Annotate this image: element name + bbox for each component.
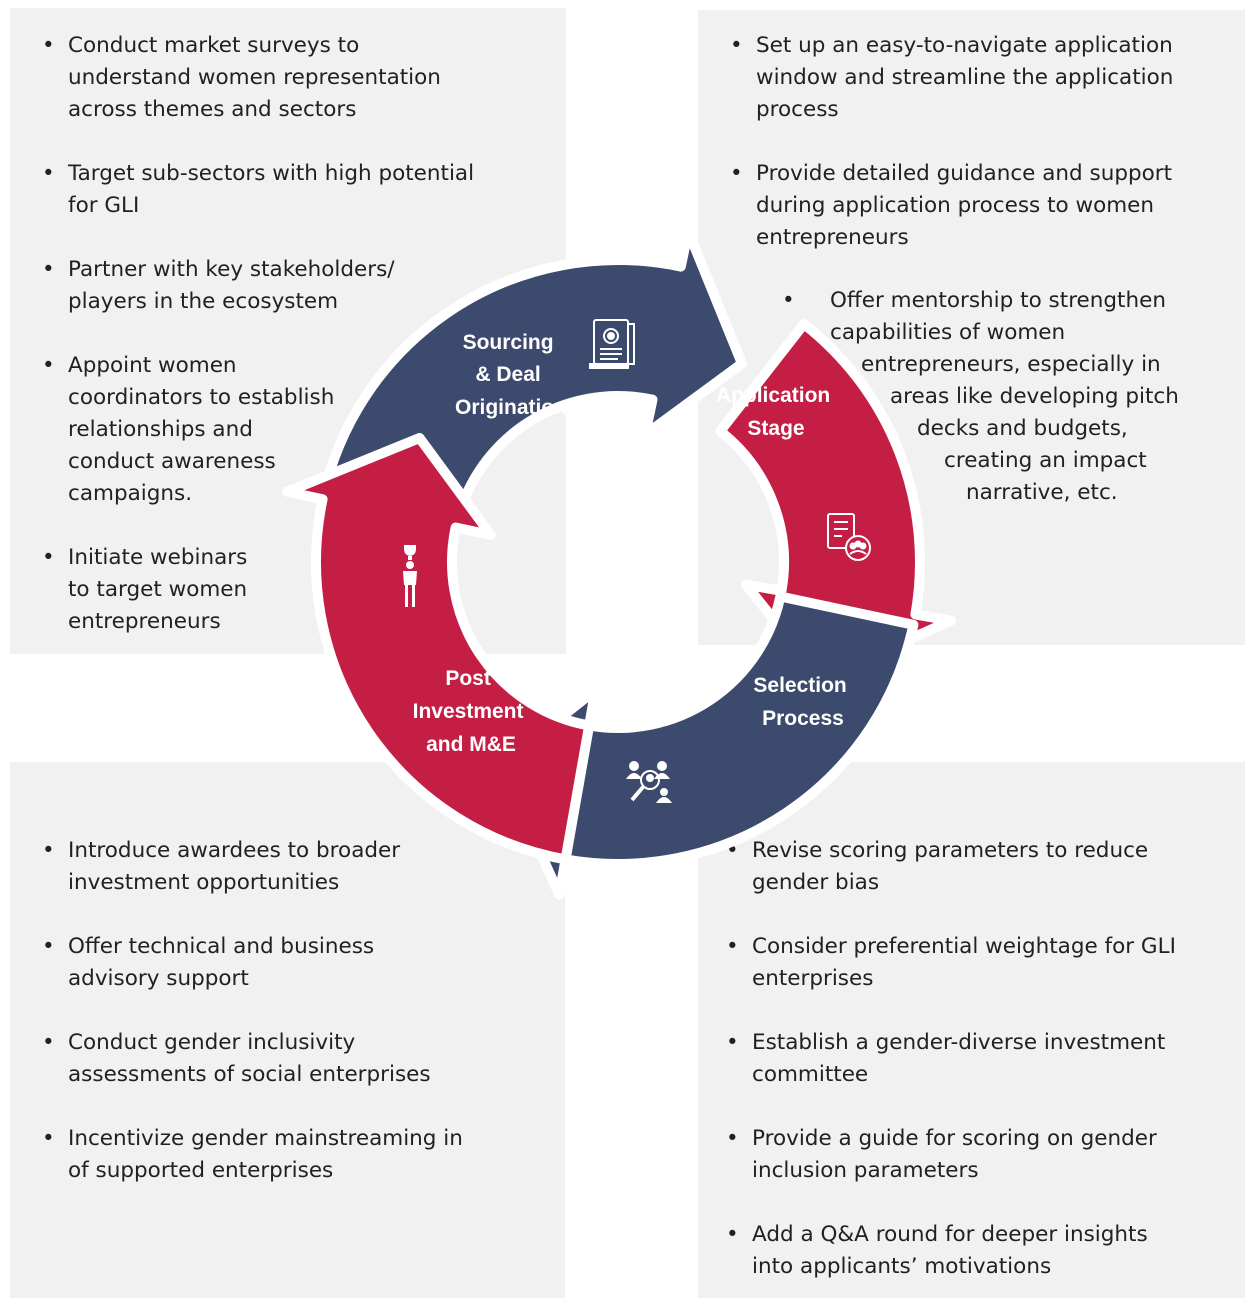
selection-arrow <box>496 591 919 900</box>
bullet-line: Conduct market surveys to <box>68 33 360 58</box>
bullet-item: Provide detailed guidance and support dur… <box>728 158 1173 254</box>
bullet-line: Target sub-sectors with high potential <box>68 161 475 186</box>
mentorship-line: Offer mentorship to strengthen <box>830 288 1166 313</box>
bullet-line: Provide detailed guidance and support <box>756 161 1173 186</box>
bullet-line: Introduce awardees to broader <box>68 838 401 863</box>
application-points-list: Set up an easy-to-navigate application wi… <box>728 30 1173 286</box>
bullet-line: enterprises <box>752 966 874 991</box>
bullet-line: players in the ecosystem <box>68 289 339 314</box>
bullet-line: Offer technical and business <box>68 934 375 959</box>
bullet-line: investment opportunities <box>68 870 340 895</box>
bullet-line: Appoint women <box>68 353 237 378</box>
selection-points-list: Revise scoring parameters to reduce gende… <box>724 835 1176 1315</box>
post-investment-arrow <box>282 432 595 865</box>
bullet-line: process <box>756 97 839 122</box>
bullet-line: to target women <box>68 577 248 602</box>
bullet-item: Provide a guide for scoring on gender inc… <box>724 1123 1176 1187</box>
bullet-line: Add a Q&A round for deeper insights <box>752 1222 1148 1247</box>
bullet-marker: • <box>782 288 795 313</box>
bullet-item: Target sub-sectors with high potential fo… <box>40 158 474 222</box>
bullet-line: inclusion parameters <box>752 1158 979 1183</box>
selection-label: Selection Process <box>753 674 852 730</box>
bullet-line: coordinators to establish <box>68 385 335 410</box>
bullet-item: Offer technical and business advisory sup… <box>40 931 463 995</box>
bullet-item: Initiate webinars to target women entrepre… <box>40 542 474 638</box>
bullet-line: Revise scoring parameters to reduce <box>752 838 1149 863</box>
checklist-people-icon <box>827 513 871 561</box>
bullet-line: Incentivize gender mainstreaming in <box>68 1126 463 1151</box>
bullet-line: relationships and <box>68 417 253 442</box>
bullet-item: Partner with key stakeholders/players in… <box>40 254 474 318</box>
mentorship-line: narrative, etc. <box>966 480 1118 505</box>
mentorship-line: entrepreneurs, especially in <box>861 352 1161 377</box>
bullet-line: into applicants’ motivations <box>752 1254 1052 1279</box>
bullet-line: of supported enterprises <box>68 1158 334 1183</box>
bullet-item: Incentivize gender mainstreaming in of su… <box>40 1123 463 1187</box>
bullet-line: understand women representation <box>68 65 441 90</box>
bullet-line: committee <box>752 1062 869 1087</box>
application-label: Application Stage <box>716 384 836 440</box>
bullet-line: gender bias <box>752 870 880 895</box>
bullet-item: Introduce awardees to broader investment … <box>40 835 463 899</box>
sourcing-label: Sourcing & Deal Origination <box>455 331 567 419</box>
bullet-line: Partner with key stakeholders/ <box>68 257 395 282</box>
bullet-item: Revise scoring parameters to reduce gende… <box>724 835 1176 899</box>
bullet-line: Establish a gender-diverse investment <box>752 1030 1166 1055</box>
bullet-item: Conduct gender inclusivity assessments of… <box>40 1027 463 1091</box>
mentorship-line: areas like developing pitch <box>890 384 1179 409</box>
bullet-line: Initiate webinars <box>68 545 248 570</box>
bullet-line: entrepreneurs <box>68 609 221 634</box>
document-certificate-icon <box>589 319 635 369</box>
bullet-line: entrepreneurs <box>756 225 909 250</box>
bullet-line: during application process to women <box>756 193 1155 218</box>
search-people-icon <box>625 761 673 803</box>
mentorship-line: creating an impact <box>944 448 1147 473</box>
bullet-item: Set up an easy-to-navigate application wi… <box>728 30 1173 126</box>
bullet-item: Consider preferential weightage for GLI e… <box>724 931 1176 995</box>
bullet-line: across themes and sectors <box>68 97 357 122</box>
bullet-item: Conduct market surveys to understand wome… <box>40 30 474 126</box>
mentorship-line: decks and budgets, <box>917 416 1128 441</box>
sourcing-points-list: Conduct market surveys to understand wome… <box>40 30 474 670</box>
application-arrow <box>715 319 956 684</box>
bullet-line: Set up an easy-to-navigate application <box>756 33 1173 58</box>
bullet-line: assessments of social enterprises <box>68 1062 431 1087</box>
bullet-line: for GLI <box>68 193 140 218</box>
bullet-line: advisory support <box>68 966 249 991</box>
bullet-line: Provide a guide for scoring on gender <box>752 1126 1157 1151</box>
bullet-line: campaigns. <box>68 481 193 506</box>
bullet-item: Appoint women coordinators to establish re… <box>40 350 474 510</box>
bullet-line: Conduct gender inclusivity <box>68 1030 356 1055</box>
bullet-item: Add a Q&A round for deeper insights into … <box>724 1219 1176 1283</box>
bullet-line: Consider preferential weightage for GLI <box>752 934 1176 959</box>
bullet-line: conduct awareness <box>68 449 276 474</box>
bullet-line: window and streamline the application <box>756 65 1174 90</box>
woman-trophy-icon <box>403 545 417 607</box>
bullet-item: Establish a gender-diverse investment com… <box>724 1027 1176 1091</box>
post-investment-label: Post Investment and M&E <box>413 667 530 756</box>
post-investment-points-list: Introduce awardees to broader investment … <box>40 835 463 1219</box>
mentorship-line: capabilities of women <box>830 320 1066 345</box>
